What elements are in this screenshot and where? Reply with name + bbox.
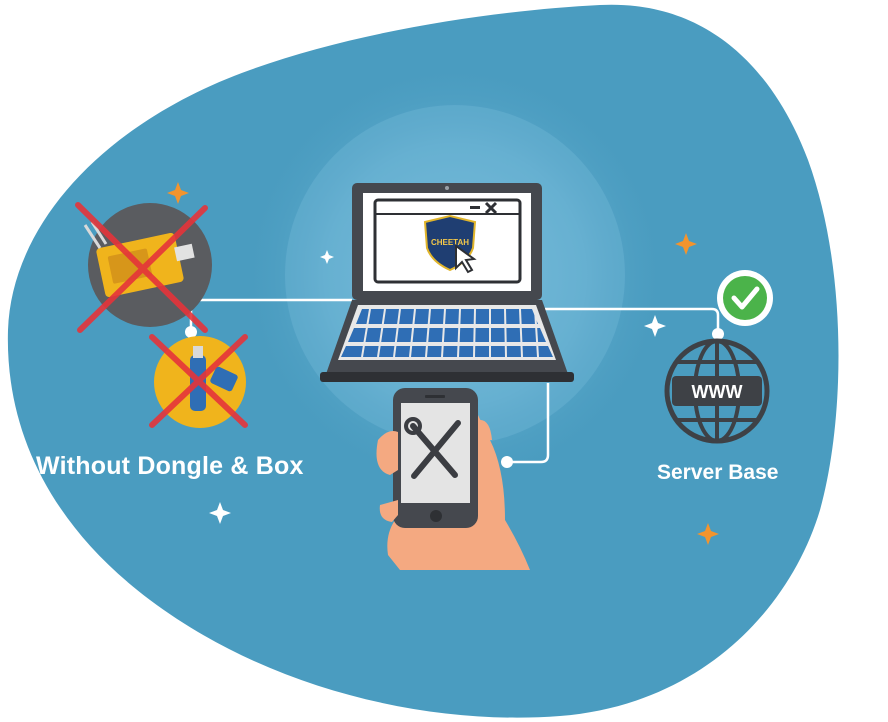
sparkle-white-icon bbox=[209, 502, 231, 524]
usb-dongle-icon bbox=[149, 334, 248, 428]
box-device-icon bbox=[75, 202, 212, 333]
sparkle-orange-icon bbox=[675, 233, 697, 255]
phone-in-hand-icon bbox=[376, 388, 530, 570]
connector-dot-left bbox=[185, 326, 197, 338]
sparkle-icons bbox=[167, 182, 719, 545]
sparkle-white-icon bbox=[320, 250, 334, 264]
connector-dot-phone bbox=[501, 456, 513, 468]
screen-logo-text: CHEETAH bbox=[431, 238, 469, 247]
server-base-label: Server Base bbox=[657, 461, 779, 484]
server-globe-icon: WWW bbox=[664, 338, 770, 444]
without-dongle-label: Without Dongle & Box bbox=[36, 452, 304, 480]
sparkle-white-icon bbox=[644, 315, 666, 337]
connector-dot-right bbox=[712, 328, 724, 340]
sparkle-orange-icon bbox=[697, 523, 719, 545]
laptop-icon: CHEETAH bbox=[320, 183, 574, 382]
keyboard-keys bbox=[341, 309, 553, 357]
cursor-icon bbox=[455, 244, 477, 274]
check-badge-icon bbox=[717, 270, 773, 326]
www-text: WWW bbox=[692, 382, 743, 402]
sparkle-orange-icon bbox=[167, 182, 189, 204]
